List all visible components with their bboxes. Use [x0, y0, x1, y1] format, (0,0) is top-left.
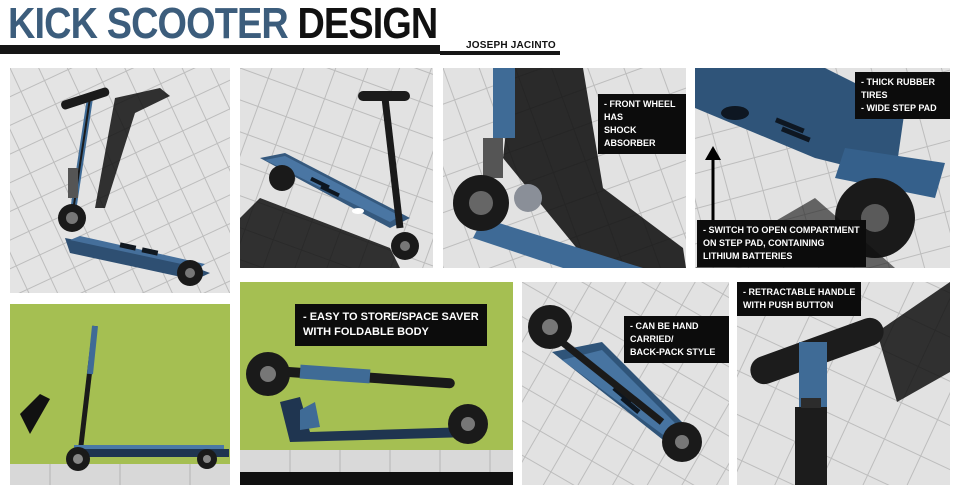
panel-hand-carried: - CAN BE HAND CARRIED/ BACK-PACK STYLE — [522, 282, 729, 485]
carried-scooter-render — [522, 282, 729, 485]
panel-folded: - EASY TO STORE/SPACE SAVER WITH FOLDABL… — [240, 282, 513, 485]
front-wheel-callout: - FRONT WHEEL HAS SHOCK ABSORBER — [598, 94, 686, 154]
folded-scooter-render — [240, 352, 513, 485]
title-kick-scooter: KICK SCOOTER — [8, 0, 289, 48]
title-design: DESIGN — [297, 0, 438, 48]
panel-side-profile — [10, 304, 230, 485]
board-title: KICK SCOOTER DESIGN — [8, 0, 438, 50]
switch-callout: - SWITCH TO OPEN COMPARTMENT ON STEP PAD… — [697, 220, 866, 267]
handle-callout: - RETRACTABLE HANDLE WITH PUSH BUTTON — [737, 282, 862, 316]
side-profile-render — [10, 325, 230, 485]
panel-overview-angle — [10, 68, 230, 293]
scooter-overview-render — [10, 68, 230, 293]
scooter-rear-render — [240, 68, 433, 268]
panel-front-wheel: - FRONT WHEEL HAS SHOCK ABSORBER — [443, 68, 686, 268]
author-name: JOSEPH JACINTO — [466, 40, 556, 51]
carried-callout: - CAN BE HAND CARRIED/ BACK-PACK STYLE — [624, 316, 729, 363]
title-underline — [0, 45, 440, 54]
panel-handle: - RETRACTABLE HANDLE WITH PUSH BUTTON — [737, 282, 950, 485]
panel-rear-angle — [240, 68, 433, 268]
tires-callout: - THICK RUBBER TIRES - WIDE STEP PAD — [855, 72, 950, 119]
folded-callout: - EASY TO STORE/SPACE SAVER WITH FOLDABL… — [295, 304, 487, 346]
panel-rear-tires: - THICK RUBBER TIRES - WIDE STEP PAD - S… — [695, 68, 950, 268]
title-underline-extension — [440, 51, 560, 55]
